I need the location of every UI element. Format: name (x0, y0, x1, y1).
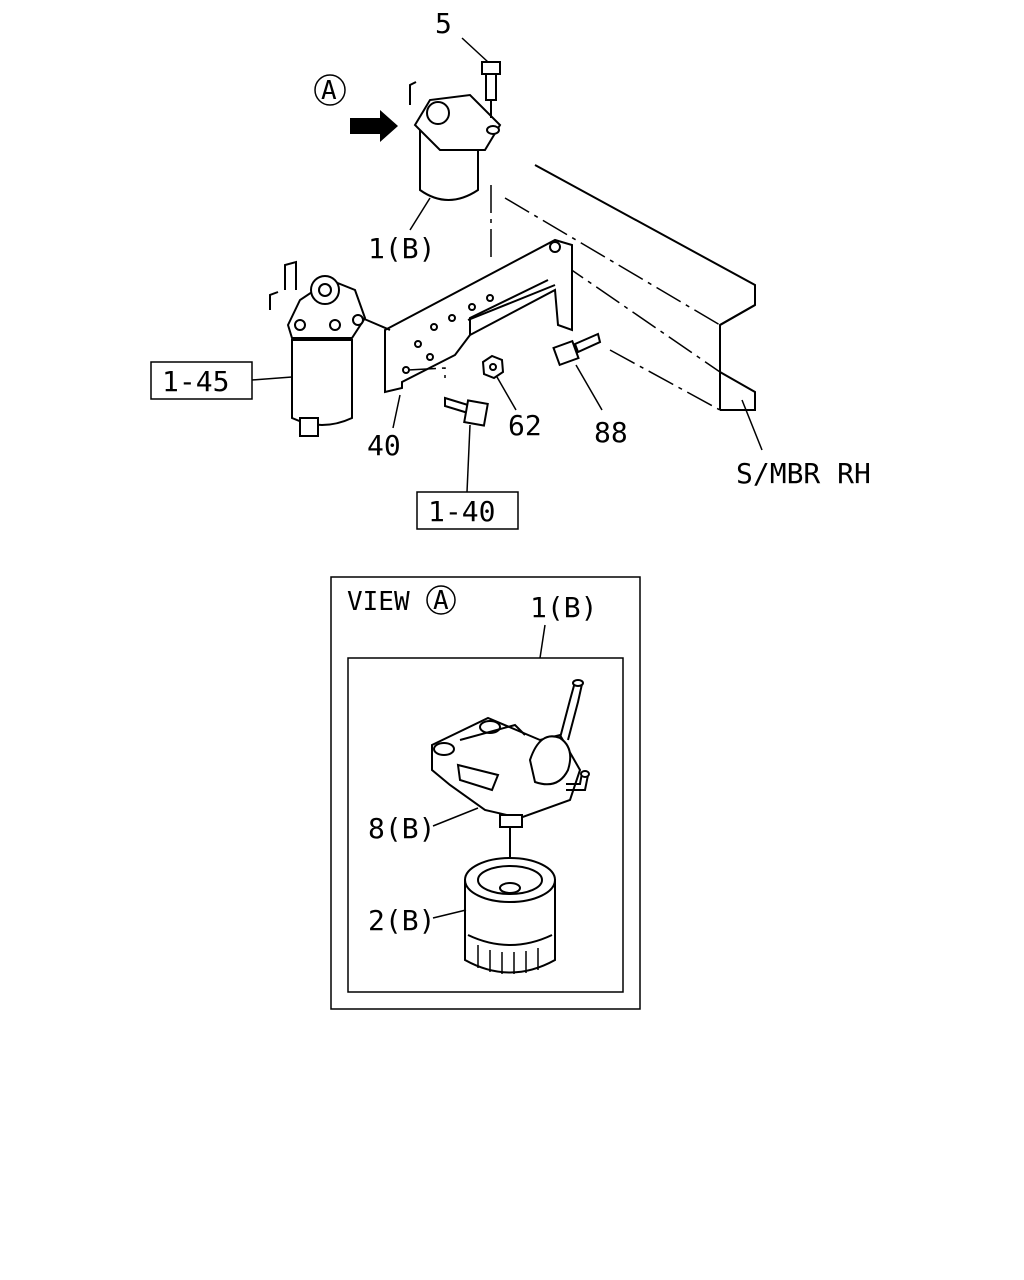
view-a-inset: VIEW A 1(B) 8(B) (330, 576, 641, 1010)
bracket-40 (384, 238, 573, 394)
callout-1-45: 1-45 (162, 365, 229, 398)
callout-1b: 1(B) (368, 232, 435, 265)
callout-view-a: A (321, 76, 337, 106)
bolt-1-40 (444, 396, 489, 427)
filter-head-8b (431, 679, 590, 828)
leader-view-2b (432, 909, 467, 919)
ref-box-1-40 (416, 491, 519, 530)
callout-62: 62 (508, 409, 542, 442)
leader-1b-upper (409, 197, 431, 231)
view-callout-1b: 1(B) (530, 591, 597, 624)
leader-view-1b (539, 624, 546, 659)
view-direction-arrow (350, 110, 398, 142)
filter-element-2b (464, 857, 556, 974)
leader-1-40 (466, 424, 471, 493)
leader-40 (392, 394, 401, 429)
leader-frame (741, 399, 763, 451)
view-a-marker-circle (314, 74, 346, 106)
ref-box-1-45 (150, 361, 253, 400)
leader-5 (461, 37, 489, 63)
callout-5: 5 (435, 7, 452, 40)
side-member-frame (504, 164, 756, 411)
bolt-88 (552, 332, 602, 367)
view-title-marker: A (433, 586, 449, 616)
bolt-5 (481, 61, 501, 262)
view-title-marker-circle (426, 585, 456, 615)
view-a-inner-border (347, 657, 624, 993)
nut-62 (481, 354, 505, 380)
callout-frame: S/MBR RH (736, 457, 871, 490)
leader-1-45 (251, 376, 293, 381)
view-callout-2b: 2(B) (368, 904, 435, 937)
callout-1-40: 1-40 (428, 495, 495, 528)
fuel-filter-upper (409, 81, 502, 201)
leader-88 (575, 364, 603, 411)
view-title: VIEW (347, 587, 410, 617)
callout-88: 88 (594, 416, 628, 449)
view-a-outer-border (330, 576, 641, 1010)
view-callout-8b: 8(B) (368, 812, 435, 845)
leader-62 (496, 376, 517, 411)
callout-40: 40 (367, 429, 401, 462)
leader-view-8b (432, 807, 479, 827)
fuel-filter-assembly (269, 260, 391, 437)
